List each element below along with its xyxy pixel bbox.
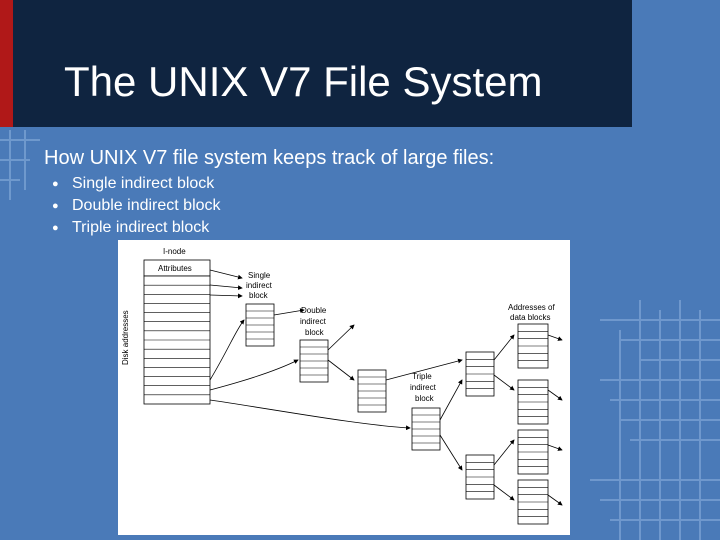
bullet-item: ●Single indirect block	[52, 173, 221, 195]
slide-title: The UNIX V7 File System	[64, 58, 543, 105]
inode-diagram-svg: I-node Attributes Disk addresses Single …	[121, 247, 563, 525]
single-label-line3: block	[249, 291, 269, 300]
bullet-list: ●Single indirect block ●Double indirect …	[52, 173, 221, 239]
data-blocks-label-line2: data blocks	[510, 313, 550, 322]
single-label-line2: indirect	[246, 281, 273, 290]
pointer-arrow	[547, 389, 563, 401]
attributes-label: Attributes	[158, 264, 192, 273]
pointer-arrow	[493, 334, 515, 361]
inode-label: I-node	[163, 247, 186, 256]
triple-indirect-block	[411, 407, 441, 451]
title-accent-stripe	[0, 0, 13, 127]
pointer-arrow	[493, 439, 515, 466]
bullet-item: ●Triple indirect block	[52, 217, 221, 239]
data-address-block	[517, 323, 549, 369]
pointer-arrow	[385, 358, 463, 381]
pointer-arrow	[547, 444, 563, 451]
double-label-line3: block	[305, 328, 325, 337]
data-address-block	[517, 429, 549, 475]
triple-label-line1: Triple	[412, 372, 432, 381]
pointer-arrow	[547, 494, 563, 506]
double-indirect-block	[299, 339, 329, 383]
single-indirect-block	[245, 303, 275, 347]
pointer-arrow	[327, 359, 355, 381]
second-level-block	[465, 351, 495, 397]
second-level-block	[465, 454, 495, 500]
data-blocks-label-line1: Addresses of	[508, 303, 555, 312]
slide-subtitle: How UNIX V7 file system keeps track of l…	[44, 147, 495, 169]
pointer-arrow	[493, 374, 515, 391]
pointer-arrow	[209, 399, 411, 431]
pointer-arrow	[327, 324, 355, 351]
title-bar	[0, 0, 632, 127]
pointer-arrow	[209, 293, 243, 299]
double-label-line1: Double	[301, 306, 327, 315]
triple-label-line2: indirect	[410, 383, 437, 392]
data-address-block	[517, 479, 549, 525]
triple-label-line3: block	[415, 394, 435, 403]
pointer-arrow	[273, 308, 305, 316]
pointer-arrow	[209, 319, 245, 381]
bullet-dot-icon: ●	[52, 200, 59, 212]
pointer-arrow	[547, 334, 563, 341]
bullet-item: ●Double indirect block	[52, 195, 221, 217]
disk-addresses-label: Disk addresses	[121, 310, 130, 365]
pointer-arrow	[439, 379, 463, 421]
bullet-dot-icon: ●	[52, 178, 59, 190]
double-indirect-child-block	[357, 369, 387, 413]
bullet-dot-icon: ●	[52, 222, 59, 234]
pointer-arrow	[493, 484, 515, 501]
pointer-arrow	[209, 269, 243, 280]
pointer-arrow	[209, 284, 243, 291]
inode-address-block	[143, 275, 211, 405]
double-label-line2: indirect	[300, 317, 327, 326]
pointer-arrow	[209, 359, 299, 391]
single-label-line1: Single	[248, 271, 271, 280]
pointer-arrow	[439, 434, 463, 471]
inode-diagram: I-node Attributes Disk addresses Single …	[118, 240, 570, 535]
data-address-block	[517, 379, 549, 425]
